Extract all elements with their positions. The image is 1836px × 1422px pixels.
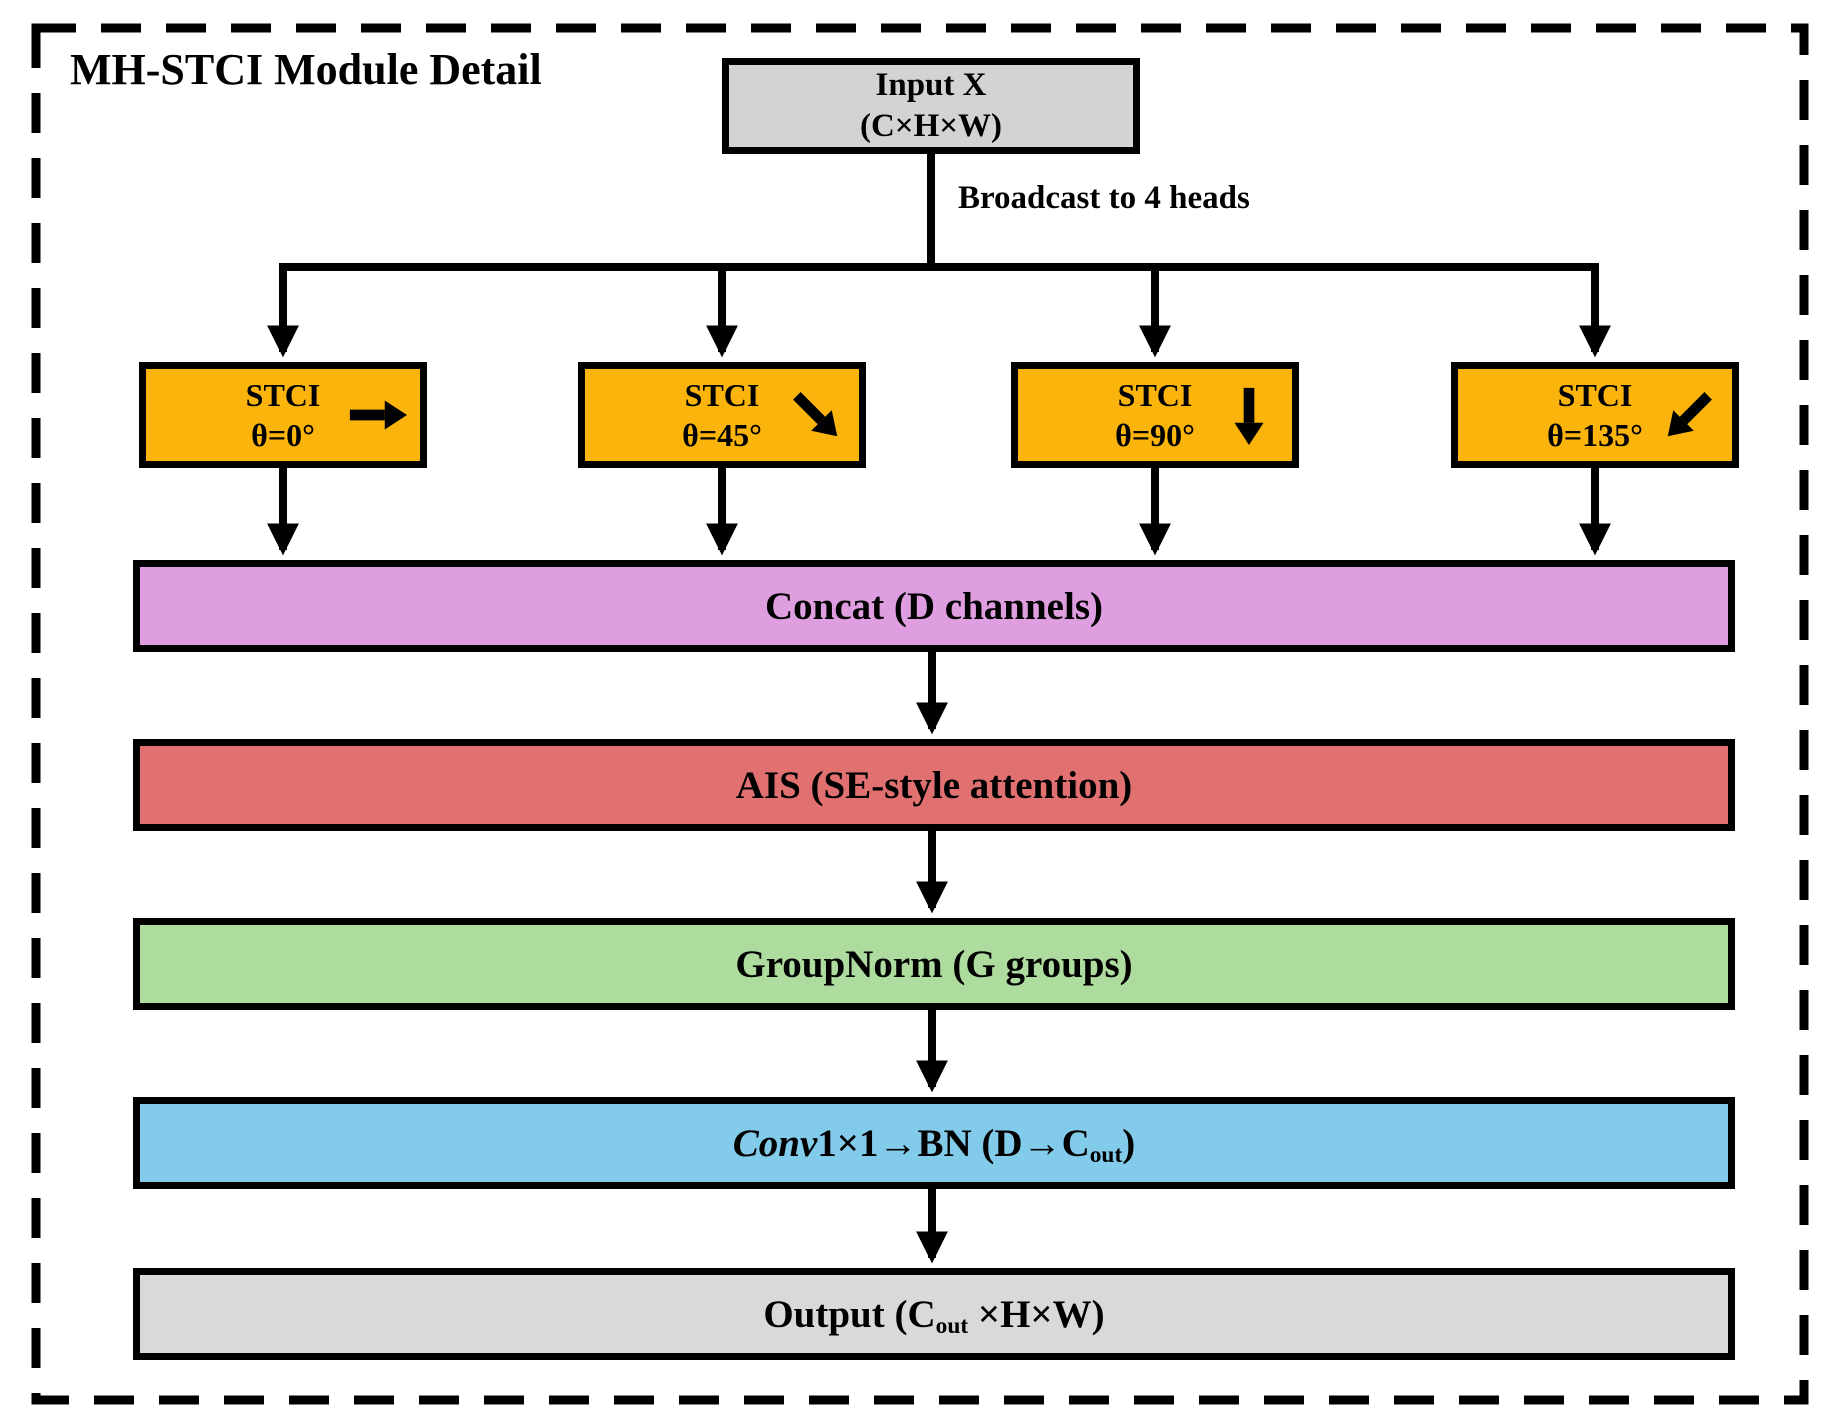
concat-bar-label: Concat (D channels)	[765, 584, 1103, 628]
dashed-frame	[31, 23, 1809, 1405]
stci-head-theta: θ=90°	[1115, 417, 1195, 453]
stci-head-theta: θ=0°	[251, 417, 315, 453]
output-subscript-text: out	[935, 1313, 969, 1340]
stci-head-name: STCI	[245, 377, 321, 413]
stci-head-45deg: STCI θ=45°	[578, 362, 866, 468]
arrow-down-icon	[1234, 387, 1264, 446]
arrow-right-icon	[349, 400, 408, 430]
output-post-text: ×H×W)	[968, 1292, 1105, 1336]
output-bar-label: Output (Cout ×H×W)	[763, 1292, 1105, 1340]
diagram-title: MH-STCI Module Detail	[70, 45, 542, 94]
conv-subscript-text: out	[1089, 1142, 1123, 1169]
arrow-down-left-icon	[1667, 392, 1712, 437]
ais-bar: AIS (SE-style attention)	[133, 739, 1735, 831]
groupnorm-bar-label: GroupNorm (G groups)	[735, 942, 1133, 986]
stci-head-theta: θ=135°	[1547, 417, 1643, 453]
input-node-line2: (C×H×W)	[859, 108, 1003, 144]
input-node: Input X (C×H×W)	[722, 58, 1140, 154]
broadcast-label: Broadcast to 4 heads	[958, 180, 1250, 216]
conv-italic-text: Conv	[732, 1121, 818, 1165]
conv-bn-bar: Conv1×1→BN (D→Cout)	[133, 1097, 1735, 1189]
conv-end-text: )	[1122, 1121, 1136, 1165]
concat-bar: Concat (D channels)	[133, 560, 1735, 652]
stci-head-name: STCI	[684, 377, 760, 413]
stci-head-name: STCI	[1117, 377, 1193, 413]
ais-bar-label: AIS (SE-style attention)	[735, 763, 1133, 807]
stci-head-0deg: STCI θ=0°	[139, 362, 427, 468]
output-bar: Output (Cout ×H×W)	[133, 1268, 1735, 1360]
arrow-down-right-icon	[793, 392, 838, 437]
conv-mid-text: 1×1→BN (D→C	[817, 1121, 1090, 1165]
groupnorm-bar: GroupNorm (G groups)	[133, 918, 1735, 1010]
stci-head-name: STCI	[1557, 377, 1633, 413]
output-pre-text: Output (C	[763, 1292, 936, 1336]
stci-head-135deg: STCI θ=135°	[1451, 362, 1739, 468]
conv-bn-bar-label: Conv1×1→BN (D→Cout)	[732, 1121, 1136, 1169]
input-node-line1: Input X	[875, 66, 987, 103]
stci-head-90deg: STCI θ=90°	[1011, 362, 1299, 468]
stci-head-theta: θ=45°	[682, 417, 762, 453]
